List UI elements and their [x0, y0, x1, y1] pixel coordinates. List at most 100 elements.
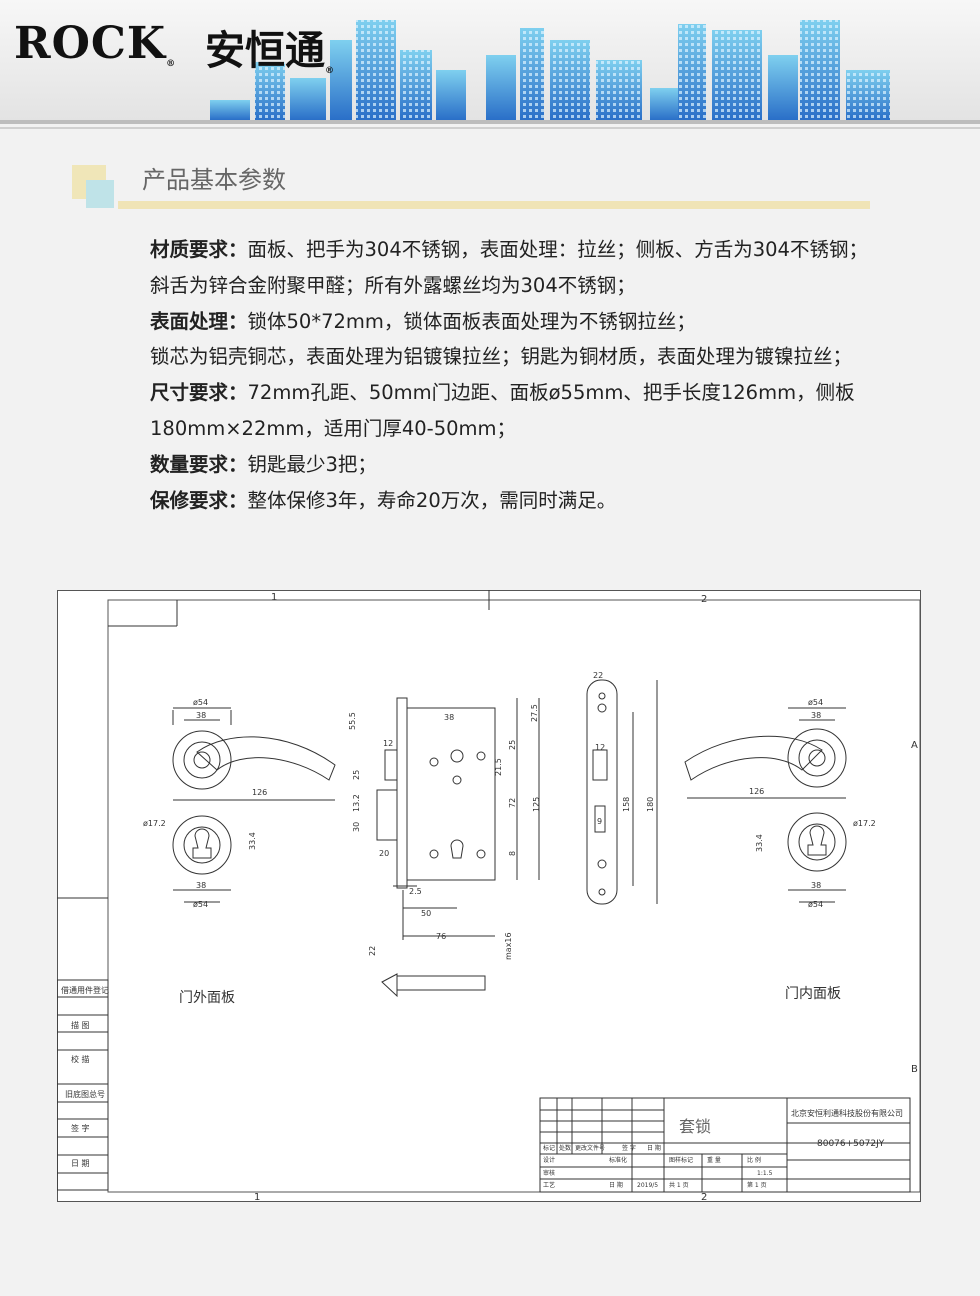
- svg-text:22: 22: [368, 946, 377, 956]
- svg-text:38: 38: [811, 711, 821, 720]
- svg-text:55.5: 55.5: [348, 712, 357, 730]
- city-skyline-image: [210, 20, 890, 120]
- svg-text:25: 25: [508, 740, 517, 750]
- left-stamp-table: 借通用件登记 描 图 校 描 旧底图总号 签 字 日 期: [56, 979, 109, 1191]
- svg-text:ø54: ø54: [193, 698, 208, 707]
- svg-text:33.4: 33.4: [755, 834, 764, 852]
- svg-text:125: 125: [532, 797, 541, 812]
- svg-text:180: 180: [646, 797, 655, 812]
- spec-item: 锁芯为铝壳铜芯，表面处理为铝镀镍拉丝；钥匙为铜材质，表面处理为镀镍拉丝；: [150, 339, 880, 375]
- header-banner: ROCK® 安恒通®: [0, 0, 980, 120]
- brand-logo-cn: 安恒通®: [205, 28, 334, 76]
- outer-handle-drawing: ø54 38 126 ø17.2 33.4 38 ø54: [143, 698, 336, 909]
- svg-text:标准化: 标准化: [609, 1156, 627, 1164]
- svg-text:9: 9: [597, 817, 602, 826]
- svg-text:旧底图总号: 旧底图总号: [65, 1089, 105, 1099]
- spec-item: 材质要求：面板、把手为304不锈钢，表面处理：拉丝；侧板、方舌为304不锈钢；斜…: [150, 232, 880, 304]
- faceplate-drawing: 22 12 9 158 180: [586, 671, 658, 905]
- spec-text: 整体保修3年，寿命20万次，需同时满足。: [247, 488, 617, 512]
- inner-handle-drawing: ø54 38 126 ø17.2 33.4 38 ø54: [684, 698, 876, 909]
- svg-text:22: 22: [593, 671, 603, 680]
- svg-text:21.5: 21.5: [494, 758, 503, 776]
- svg-text:72: 72: [508, 798, 517, 808]
- divider: [0, 127, 980, 129]
- svg-text:126: 126: [749, 787, 764, 796]
- svg-text:76: 76: [436, 932, 446, 941]
- svg-text:更改文件号: 更改文件号: [575, 1144, 605, 1152]
- svg-text:共 1 页: 共 1 页: [669, 1181, 689, 1189]
- svg-text:ø17.2: ø17.2: [143, 819, 166, 828]
- zone-mark: B: [911, 1064, 918, 1075]
- spec-text: 锁体50*72mm，锁体面板表面处理为不锈钢拉丝；: [247, 309, 696, 333]
- svg-text:签 字: 签 字: [71, 1123, 90, 1133]
- spec-text: 钥匙最少3把；: [247, 452, 377, 476]
- svg-text:描 图: 描 图: [71, 1020, 90, 1030]
- svg-text:ø54: ø54: [193, 900, 208, 909]
- spec-text: 72mm孔距、50mm门边距、面板ø55mm、把手长度126mm，侧板180mm…: [150, 381, 855, 440]
- svg-text:20: 20: [379, 849, 389, 858]
- svg-text:处数: 处数: [559, 1144, 571, 1152]
- svg-text:日 期: 日 期: [71, 1159, 90, 1168]
- title-product: 套锁: [679, 1117, 711, 1136]
- zone-mark: 1: [254, 1192, 260, 1202]
- svg-text:13.2: 13.2: [352, 794, 361, 812]
- spec-label: 保修要求：: [150, 488, 248, 512]
- svg-text:126: 126: [252, 788, 267, 797]
- title-block: 标记 处数 更改文件号 签 字 日 期 设计 标准化 审核 工艺 日 期 201…: [539, 1097, 911, 1193]
- technical-drawing: 1 2 1 2 A B 借通用件登记 描 图 校 描 旧底图总号 签 字 日 期…: [56, 590, 921, 1203]
- divider: [0, 120, 980, 124]
- svg-text:30: 30: [352, 822, 361, 832]
- svg-text:比 例: 比 例: [747, 1156, 761, 1164]
- lock-body-drawing: 55.5 27.5 12 38 25 21.5 25 13.2 72 125 3…: [348, 697, 541, 998]
- svg-text:33.4: 33.4: [248, 832, 257, 850]
- spec-list: 材质要求：面板、把手为304不锈钢，表面处理：拉丝；侧板、方舌为304不锈钢；斜…: [150, 232, 880, 518]
- svg-text:ø54: ø54: [808, 900, 823, 909]
- spec-label: 尺寸要求：: [150, 381, 248, 405]
- outer-panel-label: 门外面板: [179, 990, 235, 1006]
- title-company: 北京安恒利通科技股份有限公司: [791, 1108, 903, 1118]
- svg-text:审核: 审核: [543, 1169, 555, 1177]
- svg-text:ø17.2: ø17.2: [853, 819, 876, 828]
- svg-text:38: 38: [196, 711, 206, 720]
- svg-text:2.5: 2.5: [409, 887, 422, 896]
- svg-text:图样标记: 图样标记: [669, 1156, 693, 1164]
- spec-label: 数量要求：: [150, 452, 248, 476]
- spec-item: 表面处理：锁体50*72mm，锁体面板表面处理为不锈钢拉丝；: [150, 304, 880, 340]
- svg-text:2019/5: 2019/5: [637, 1182, 658, 1189]
- svg-text:ø54: ø54: [808, 698, 823, 707]
- svg-text:38: 38: [811, 881, 821, 890]
- spec-label: 表面处理：: [150, 309, 248, 333]
- svg-text:日 期: 日 期: [647, 1144, 661, 1152]
- zone-mark: 2: [701, 1192, 707, 1202]
- svg-text:校 描: 校 描: [71, 1054, 90, 1064]
- spec-item: 保修要求：整体保修3年，寿命20万次，需同时满足。: [150, 483, 880, 519]
- section-icon-accent: [86, 180, 114, 208]
- title-code: 80076+5072JY: [817, 1139, 885, 1149]
- spec-label: 材质要求：: [150, 238, 248, 261]
- svg-text:25: 25: [352, 770, 361, 780]
- svg-text:工艺: 工艺: [543, 1181, 555, 1189]
- zone-mark: 1: [271, 592, 277, 603]
- section-underline: [118, 201, 870, 209]
- svg-text:38: 38: [196, 881, 206, 890]
- svg-text:标记: 标记: [543, 1144, 555, 1152]
- svg-text:12: 12: [595, 743, 605, 752]
- svg-text:第 1 页: 第 1 页: [747, 1181, 767, 1189]
- zone-mark: A: [911, 740, 918, 751]
- svg-text:日 期: 日 期: [609, 1181, 623, 1189]
- svg-text:158: 158: [622, 797, 631, 812]
- svg-text:重 量: 重 量: [707, 1156, 721, 1164]
- svg-text:签 字: 签 字: [622, 1144, 636, 1152]
- svg-text:1:1.5: 1:1.5: [757, 1170, 773, 1177]
- svg-text:借通用件登记: 借通用件登记: [61, 985, 109, 995]
- spec-item: 尺寸要求：72mm孔距、50mm门边距、面板ø55mm、把手长度126mm，侧板…: [150, 375, 880, 447]
- section-title: 产品基本参数: [142, 166, 286, 194]
- svg-text:设计: 设计: [543, 1156, 555, 1164]
- inner-panel-label: 门内面板: [785, 986, 841, 1002]
- spec-text: 面板、把手为304不锈钢，表面处理：拉丝；侧板、方舌为304不锈钢；斜舌为锌合金…: [150, 238, 868, 297]
- svg-text:12: 12: [383, 739, 393, 748]
- svg-text:50: 50: [421, 909, 431, 918]
- svg-text:27.5: 27.5: [530, 704, 539, 722]
- svg-text:max16: max16: [504, 932, 513, 960]
- spec-item: 数量要求：钥匙最少3把；: [150, 447, 880, 483]
